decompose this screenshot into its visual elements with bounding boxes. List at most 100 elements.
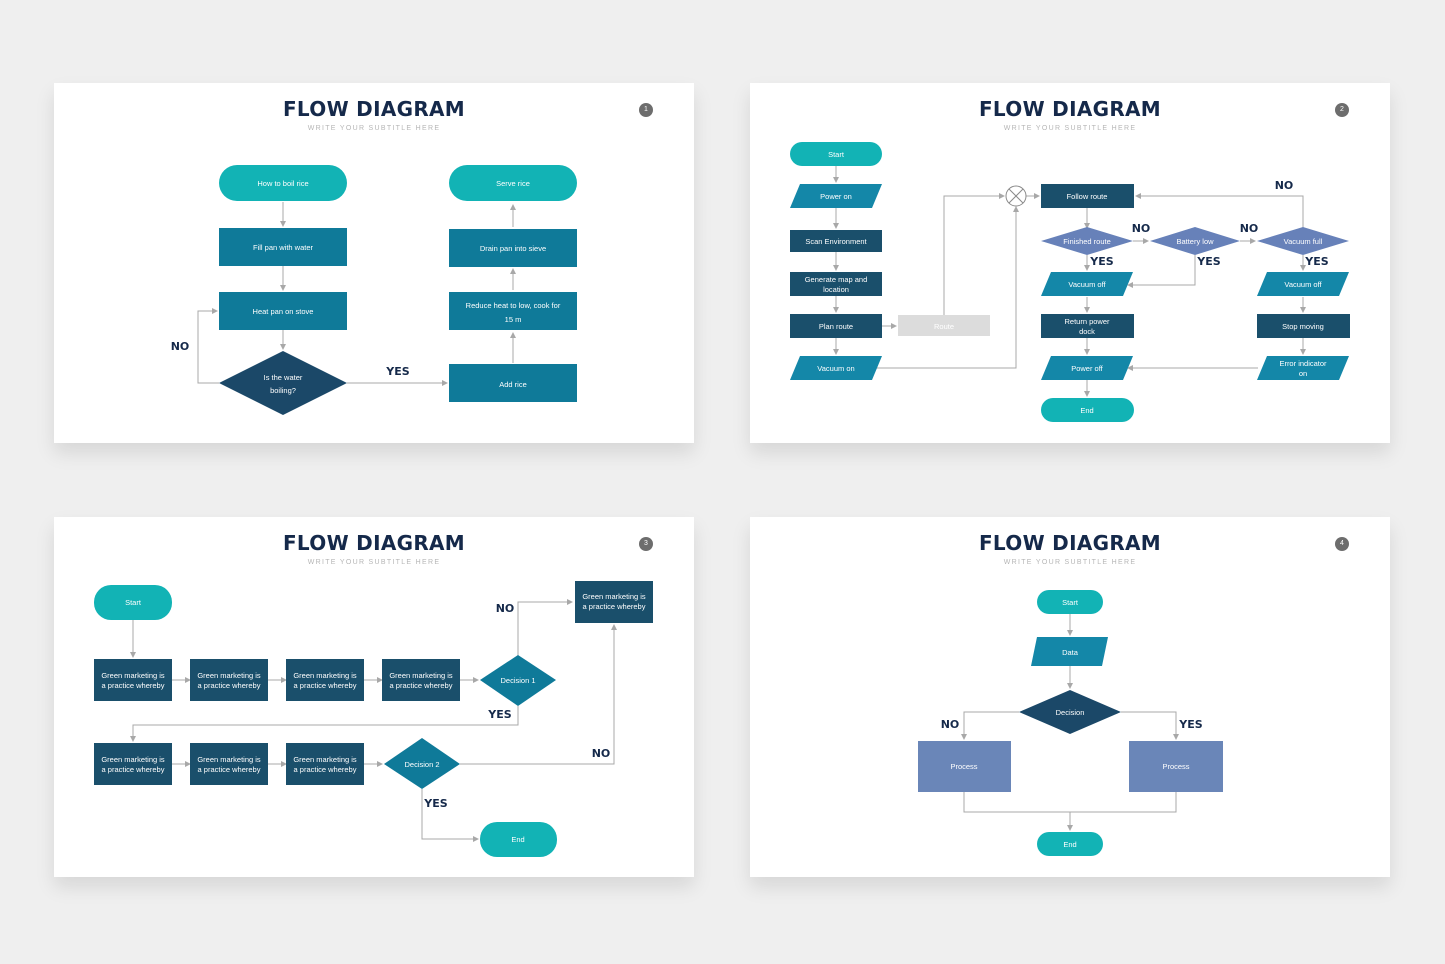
process-step-1: Green marketing is a practice whereby	[94, 659, 172, 701]
end-terminal: End	[480, 822, 557, 857]
label-no: NO	[1132, 222, 1151, 235]
route-placeholder: Route	[898, 315, 990, 336]
svg-text:Green marketing is: Green marketing is	[389, 671, 453, 680]
process-left: Process	[918, 741, 1011, 792]
decision-vacuum-full: Vacuum full	[1257, 227, 1349, 255]
svg-text:Drain pan into sieve: Drain pan into sieve	[480, 244, 546, 253]
process-return-dock: Return power dock	[1041, 314, 1134, 338]
svg-text:Start: Start	[828, 150, 845, 159]
process-fill-pan: Fill pan with water	[219, 228, 347, 266]
svg-text:Power on: Power on	[820, 192, 852, 201]
end-terminal: End	[1041, 398, 1134, 422]
svg-text:Power off: Power off	[1071, 364, 1103, 373]
svg-text:Fill pan with water: Fill pan with water	[253, 243, 314, 252]
process-step-7: Green marketing is a practice whereby	[286, 743, 364, 785]
decision: Decision	[1019, 690, 1121, 734]
svg-text:Stop moving: Stop moving	[1282, 322, 1324, 331]
process-top-box: Green marketing is a practice whereby	[575, 581, 653, 623]
start-terminal: Start	[94, 585, 172, 620]
process-reduce-heat: Reduce heat to low, cook for 15 m	[449, 292, 577, 330]
slide-subtitle: WRITE YOUR SUBTITLE HERE	[1003, 125, 1137, 132]
io-error-indicator: Error indicator on	[1257, 356, 1349, 380]
label-yes: YES	[385, 365, 409, 378]
start-terminal: Start	[790, 142, 882, 166]
svg-text:a practice whereby: a practice whereby	[198, 765, 261, 774]
io-vacuum-on: Vacuum on	[790, 356, 882, 380]
svg-text:Scan Environment: Scan Environment	[805, 237, 867, 246]
process-scan-environment: Scan Environment	[790, 230, 882, 252]
process-heat-pan: Heat pan on stove	[219, 292, 347, 330]
slide-title: FLOW DIAGRAM	[282, 97, 466, 121]
process-generate-map: Generate map and location	[790, 272, 882, 296]
flow-diagram-1: How to boil rice Fill pan with water Hea…	[171, 165, 577, 415]
start-terminal: Start	[1037, 590, 1103, 614]
svg-text:a practice whereby: a practice whereby	[390, 681, 453, 690]
svg-text:Vacuum off: Vacuum off	[1068, 280, 1106, 289]
flow-diagram-3: Start Green marketing is a practice wher…	[94, 581, 653, 857]
slide-2: FLOW DIAGRAM WRITE YOUR SUBTITLE HERE 2	[750, 83, 1390, 443]
svg-text:Reduce heat to low, cook for: Reduce heat to low, cook for	[466, 301, 561, 310]
start-terminal: How to boil rice	[219, 165, 347, 201]
process-add-rice: Add rice	[449, 364, 577, 402]
svg-text:How to boil rice: How to boil rice	[257, 179, 308, 188]
io-power-on: Power on	[790, 184, 882, 208]
svg-text:Green marketing is: Green marketing is	[101, 671, 165, 680]
process-step-5: Green marketing is a practice whereby	[94, 743, 172, 785]
slide-4: FLOW DIAGRAM WRITE YOUR SUBTITLE HERE 4 …	[750, 517, 1390, 877]
svg-text:End: End	[1080, 406, 1093, 415]
svg-text:Generate map and: Generate map and	[805, 275, 868, 284]
svg-text:Heat pan on stove: Heat pan on stove	[253, 307, 314, 316]
svg-text:Follow route: Follow route	[1067, 192, 1108, 201]
decision-1: Decision 1	[480, 655, 556, 706]
svg-text:a practice whereby: a practice whereby	[102, 765, 165, 774]
svg-text:a practice whereby: a practice whereby	[294, 681, 357, 690]
label-yes: YES	[1304, 255, 1328, 268]
label-no: NO	[496, 602, 515, 615]
svg-text:Green marketing is: Green marketing is	[197, 671, 261, 680]
end-terminal-serve-rice: Serve rice	[449, 165, 577, 201]
flow-diagram-2: Start Power on Scan Environment Generate…	[790, 142, 1350, 422]
svg-text:Process: Process	[1162, 762, 1189, 771]
label-no: NO	[1240, 222, 1259, 235]
process-drain-pan: Drain pan into sieve	[449, 229, 577, 267]
merge-junction-icon	[1005, 185, 1027, 207]
connector-yes	[130, 706, 519, 742]
svg-text:Green marketing is: Green marketing is	[582, 592, 646, 601]
connector-yes	[421, 789, 479, 842]
svg-text:Data: Data	[1062, 648, 1079, 657]
slide-title: FLOW DIAGRAM	[978, 531, 1162, 555]
connector-yes	[1121, 711, 1179, 740]
svg-text:a practice whereby: a practice whereby	[198, 681, 261, 690]
connector-no	[961, 711, 1019, 740]
connector-no-loop	[197, 308, 219, 384]
svg-text:Return power: Return power	[1064, 317, 1110, 326]
page-number-badge: 3	[639, 537, 653, 551]
connector-vacuum-on	[876, 206, 1019, 369]
svg-text:a practice whereby: a practice whereby	[294, 765, 357, 774]
svg-text:a practice whereby: a practice whereby	[102, 681, 165, 690]
label-yes: YES	[423, 797, 447, 810]
svg-text:Add rice: Add rice	[499, 380, 527, 389]
decision-2: Decision 2	[384, 738, 460, 789]
svg-text:Start: Start	[125, 598, 142, 607]
label-no: NO	[592, 747, 611, 760]
label-yes: YES	[1196, 255, 1220, 268]
page-number-badge: 1	[639, 103, 653, 117]
label-yes: YES	[487, 708, 511, 721]
svg-text:Route: Route	[934, 322, 954, 331]
svg-text:Start: Start	[1062, 598, 1079, 607]
svg-text:15 m: 15 m	[505, 315, 522, 324]
connector-route	[943, 193, 1005, 315]
process-step-4: Green marketing is a practice whereby	[382, 659, 460, 701]
svg-text:Error indicator: Error indicator	[1279, 359, 1327, 368]
process-step-6: Green marketing is a practice whereby	[190, 743, 268, 785]
slide-subtitle: WRITE YOUR SUBTITLE HERE	[307, 125, 441, 132]
process-stop-moving: Stop moving	[1257, 314, 1350, 338]
label-yes: YES	[1089, 255, 1113, 268]
svg-text:location: location	[823, 285, 849, 294]
io-power-off: Power off	[1041, 356, 1133, 380]
slide-title: FLOW DIAGRAM	[978, 97, 1162, 121]
slide-subtitle: WRITE YOUR SUBTITLE HERE	[307, 559, 441, 566]
svg-text:dock: dock	[1079, 327, 1095, 336]
connector-yes	[1127, 255, 1196, 288]
